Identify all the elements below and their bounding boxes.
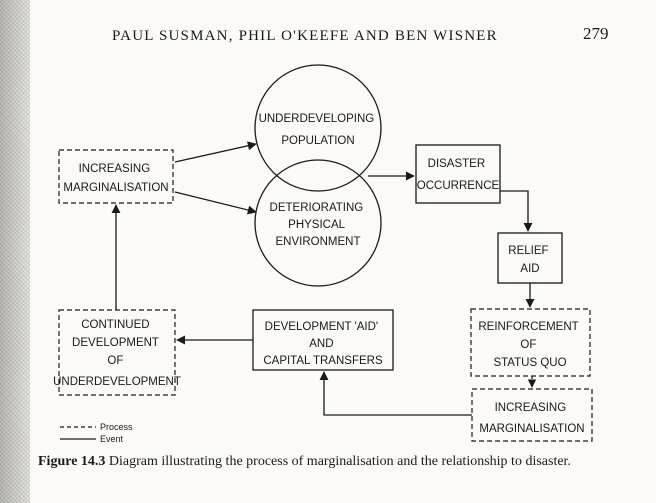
label-reinforcement-status-quo: REINFORCEMENT OF STATUS QUO	[478, 321, 581, 369]
arrow-marginalisation-to-environment	[174, 191, 257, 215]
book-spine-shadow	[0, 0, 30, 503]
arrow-disaster-to-relief	[500, 190, 533, 232]
label-disaster-occurrence: DISASTER OCCURRENCE	[417, 158, 500, 192]
deteriorating-environment-circle	[254, 159, 382, 287]
legend-event-label: Event	[100, 434, 124, 444]
arrow-marginalisation-to-development-aid	[319, 371, 472, 416]
reinforcement-status-quo-box	[470, 308, 591, 377]
continued-development-box	[58, 309, 176, 396]
label-underdeveloping-population: UNDERDEVELOPING POPULATION	[259, 113, 378, 147]
label-relief-aid: RELIEF AID	[508, 245, 551, 275]
increasing-marginalisation-left-box	[58, 149, 174, 204]
figure-caption-text: Diagram illustrating the process of marg…	[108, 454, 571, 469]
figure-caption-label: Figure 14.3	[38, 454, 106, 469]
label-deteriorating-environment: DETERIORATING PHYSICAL ENVIRONMENT	[270, 202, 367, 248]
label-increasing-marginalisation-right: INCREASING MARGINALISATION	[479, 402, 584, 435]
arrow-marginalisation-to-population	[174, 141, 257, 163]
page-number: 279	[583, 24, 609, 43]
label-increasing-marginalisation-left: INCREASING MARGINALISATION	[63, 163, 168, 194]
disaster-occurrence-box	[415, 144, 501, 204]
underdeveloping-population-circle	[254, 64, 382, 192]
figure-caption: Figure 14.3 Diagram illustrating the pro…	[38, 453, 638, 471]
label-continued-development: CONTINUED DEVELOPMENT OF UNDERDEVELOPMEN…	[53, 319, 181, 388]
increasing-marginalisation-right-box	[471, 388, 593, 442]
running-head: PAUL SUSMAN, PHIL O'KEEFE AND BEN WISNER	[112, 28, 498, 44]
relief-aid-box	[497, 232, 563, 284]
label-development-aid: DEVELOPMENT 'AID' AND CAPITAL TRANSFERS	[263, 321, 383, 367]
legend-process-label: Process	[100, 422, 133, 432]
